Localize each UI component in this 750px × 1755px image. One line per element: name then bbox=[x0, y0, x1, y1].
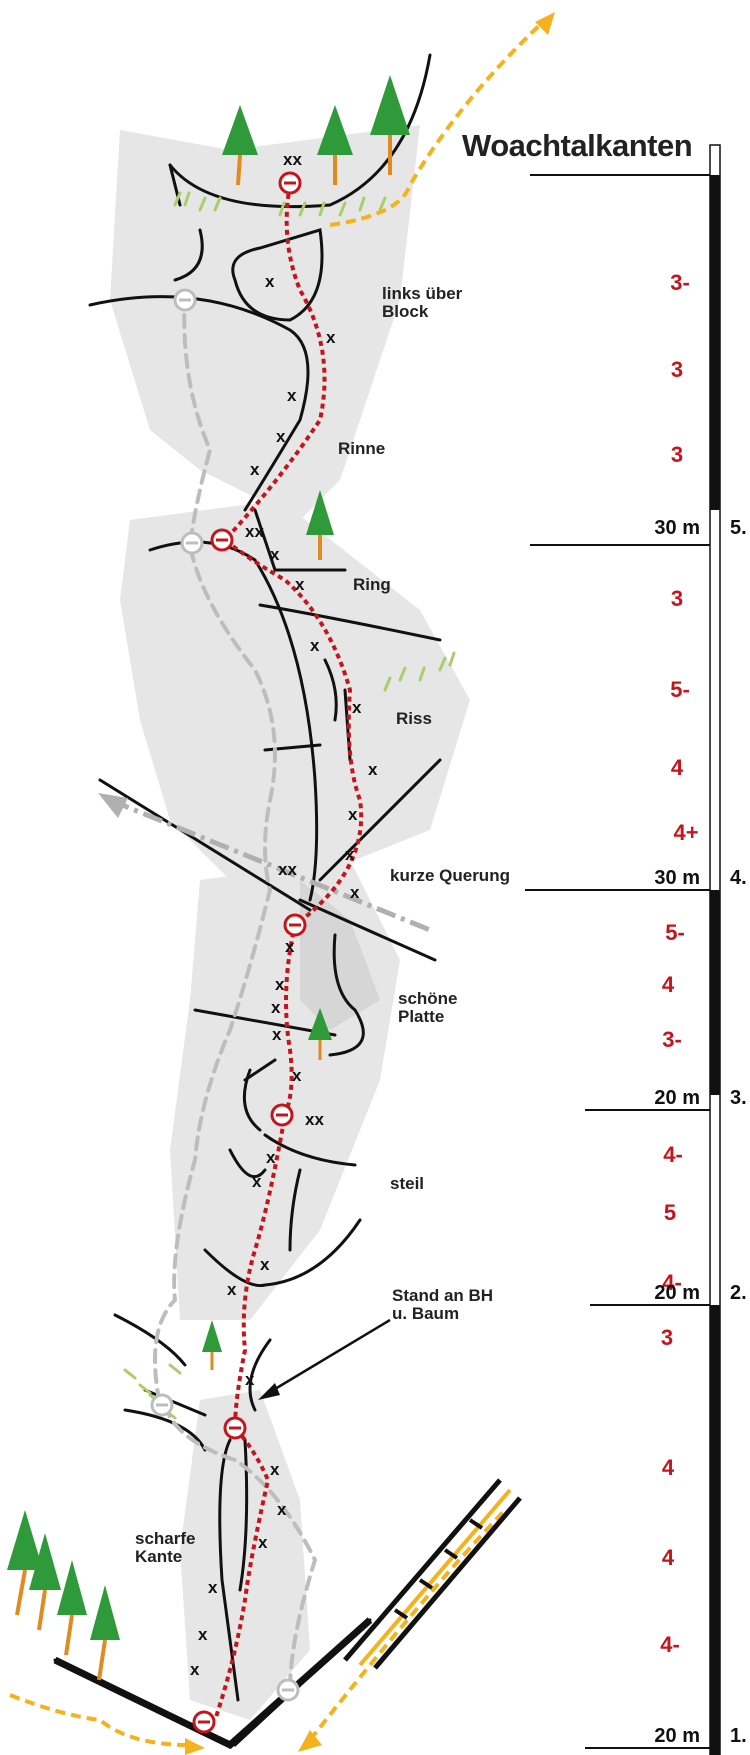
pitch-length: 30 m bbox=[620, 867, 700, 890]
note-rinne: Rinne bbox=[338, 440, 385, 458]
callout-arrow bbox=[258, 1320, 390, 1400]
pitch-number: 3. bbox=[730, 1087, 747, 1110]
grade: 3- bbox=[642, 1027, 702, 1053]
bolt-label: x bbox=[287, 386, 296, 406]
ladder bbox=[345, 1480, 520, 1668]
pitch-number: 4. bbox=[730, 867, 747, 890]
pitch-length: 20 m bbox=[620, 1087, 700, 1110]
bolt-label: x bbox=[250, 460, 259, 480]
grade: 4 bbox=[638, 972, 698, 998]
abseil-anchor bbox=[175, 290, 195, 310]
note-steil: steil bbox=[390, 1175, 424, 1193]
bolt-label: x bbox=[258, 1533, 267, 1553]
abseil-anchor bbox=[278, 1680, 298, 1700]
double-bolt-label: xx bbox=[305, 1110, 324, 1130]
note-links-ueber-block: links über Block bbox=[382, 285, 462, 321]
note-stand-an-bh: Stand an BH u. Baum bbox=[392, 1287, 493, 1323]
abseil-anchor bbox=[182, 533, 202, 553]
bolt-label: x bbox=[350, 883, 359, 903]
grade: 5- bbox=[650, 677, 710, 703]
double-bolt-label: xx bbox=[278, 860, 297, 880]
pitch-number: 5. bbox=[730, 517, 747, 540]
note-schoene-platte: schöne Platte bbox=[398, 990, 458, 1026]
bolt-label: x bbox=[345, 845, 354, 865]
route-title: Woachtalkanten bbox=[462, 128, 692, 164]
bolt-label: x bbox=[270, 545, 279, 565]
double-bolt-label: xx bbox=[283, 150, 302, 170]
bolt-label: x bbox=[272, 1025, 281, 1045]
grade: 4- bbox=[640, 1632, 700, 1658]
pitch-length: 30 m bbox=[620, 517, 700, 540]
note-scharfe-kante: scharfe Kante bbox=[135, 1530, 195, 1566]
grade: 5- bbox=[645, 920, 705, 946]
note-kurze-querung: kurze Querung bbox=[390, 867, 510, 885]
bolt-label: x bbox=[265, 272, 274, 292]
bolt-label: x bbox=[198, 1625, 207, 1645]
grade: 3- bbox=[650, 270, 710, 296]
bolt-label: x bbox=[245, 1370, 254, 1390]
bolt-label: x bbox=[277, 1500, 286, 1520]
belay-station bbox=[272, 1105, 292, 1125]
grade: 3 bbox=[647, 357, 707, 383]
bolt-label: x bbox=[252, 1172, 261, 1192]
belay-station bbox=[212, 530, 232, 550]
bolt-label: x bbox=[276, 427, 285, 447]
grade: 4 bbox=[638, 1455, 698, 1481]
bolt-label: x bbox=[326, 328, 335, 348]
tree bbox=[57, 1560, 87, 1655]
tree bbox=[90, 1585, 120, 1680]
bolt-label: x bbox=[310, 636, 319, 656]
bolt-label: x bbox=[348, 805, 357, 825]
bolt-label: x bbox=[266, 1148, 275, 1168]
bolt-label: x bbox=[292, 1066, 301, 1086]
pitch-length: 20 m bbox=[620, 1282, 700, 1305]
tree bbox=[202, 1320, 222, 1370]
belay-station bbox=[194, 1712, 214, 1732]
grade: 3 bbox=[647, 586, 707, 612]
rock-face-middle bbox=[120, 500, 470, 880]
bolt-label: x bbox=[285, 937, 294, 957]
bolt-label: x bbox=[208, 1578, 217, 1598]
belay-station bbox=[225, 1418, 245, 1438]
abseil-anchor bbox=[152, 1395, 172, 1415]
bolt-label: x bbox=[352, 698, 361, 718]
bolt-label: x bbox=[260, 1255, 269, 1275]
grade: 4 bbox=[647, 755, 707, 781]
grade: 3 bbox=[637, 1325, 697, 1351]
belay-station bbox=[280, 173, 300, 193]
bolt-label: x bbox=[270, 1460, 279, 1480]
bolt-label: x bbox=[190, 1660, 199, 1680]
double-bolt-label: xx bbox=[245, 522, 264, 542]
bolt-label: x bbox=[227, 1280, 236, 1300]
grade: 5 bbox=[640, 1200, 700, 1226]
belay-station bbox=[285, 915, 305, 935]
bolt-label: x bbox=[295, 575, 304, 595]
pitch-scale bbox=[525, 145, 720, 1755]
pitch-number: 2. bbox=[730, 1282, 747, 1305]
grade: 3 bbox=[647, 442, 707, 468]
note-ring: Ring bbox=[353, 576, 391, 594]
note-riss: Riss bbox=[396, 710, 432, 728]
grade: 4 bbox=[638, 1545, 698, 1571]
grade: 4+ bbox=[656, 820, 716, 846]
rock-face-top bbox=[110, 125, 420, 520]
pitch-number: 1. bbox=[730, 1725, 747, 1748]
grade: 4- bbox=[643, 1142, 703, 1168]
bolt-label: x bbox=[275, 975, 284, 995]
bolt-label: x bbox=[271, 998, 280, 1018]
bolt-label: x bbox=[368, 760, 377, 780]
pitch-length: 20 m bbox=[620, 1725, 700, 1748]
